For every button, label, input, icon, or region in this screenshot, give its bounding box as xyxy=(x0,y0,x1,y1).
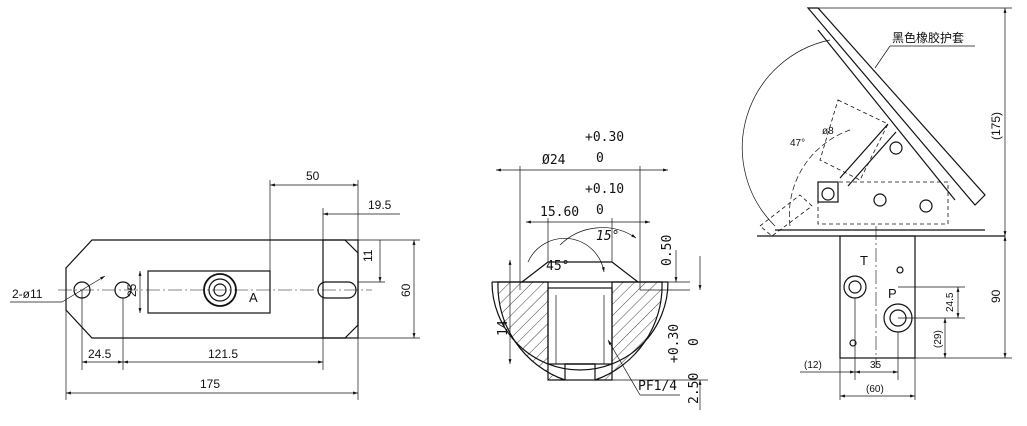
pivot-circle-top xyxy=(889,141,903,155)
dim-left: 14 xyxy=(496,320,511,336)
dim-bore-dia: Ø24 xyxy=(542,153,566,168)
raised-block xyxy=(147,270,271,314)
dim-bore-tol-upper: +0.30 xyxy=(585,130,624,145)
dim-25: 25 xyxy=(125,283,139,297)
arm-block xyxy=(817,181,949,225)
plate-outline xyxy=(65,239,359,339)
dim-bore-tol-lower: 0 xyxy=(596,151,604,166)
dim-left-offset: (12) xyxy=(804,360,822,371)
middle-view: Ø24 +0.30 0 15.60 +0.10 0 15° 45° 0.50 1… xyxy=(491,130,708,410)
port-t-outer xyxy=(843,275,867,299)
dim-inner-tol-upper: +0.10 xyxy=(585,182,624,197)
dim-port-bottom: (29) xyxy=(933,330,944,348)
dim-base-width: (60) xyxy=(866,384,884,395)
dim-bottom: 2.50 xyxy=(687,373,702,404)
screw-hole-bottom xyxy=(849,339,857,347)
screw-hole-top xyxy=(896,266,904,274)
dim-cone-angle: 15° xyxy=(596,229,619,244)
pivot-circle-left xyxy=(821,187,835,201)
pedal-plate xyxy=(806,7,986,206)
dim-height-top: (175) xyxy=(989,112,1003,140)
dim-depth: 0.50 xyxy=(660,235,675,266)
dim-angle: 47° xyxy=(790,138,805,149)
dim-19-5: 19.5 xyxy=(368,198,392,212)
outer-arc xyxy=(491,281,669,371)
dim-11: 11 xyxy=(361,249,375,262)
port-t-inner xyxy=(848,280,862,294)
dim-bottom-tol-upper: +0.30 xyxy=(667,324,682,363)
thread-label: PF1/4 xyxy=(638,379,677,394)
dim-bottom-tol-lower: 0 xyxy=(687,338,702,346)
dim-inner-tol-lower: 0 xyxy=(596,203,604,218)
pivot-circle-center xyxy=(873,193,887,207)
bore xyxy=(547,287,613,365)
dim-121-5: 121.5 xyxy=(208,347,238,361)
slot xyxy=(317,281,357,299)
dim-port-span: 35 xyxy=(870,360,882,371)
dim-port-gap: 24.5 xyxy=(945,292,956,312)
dim-24-5: 24.5 xyxy=(88,347,112,361)
pivot-circle-right xyxy=(919,199,933,213)
dim-2-holes: 2-ø11 xyxy=(12,287,43,301)
dim-50: 50 xyxy=(306,169,320,183)
dim-inner-dia: 15.60 xyxy=(540,205,579,220)
left-view: 50 19.5 11 60 25 A 2-ø11 24.5 121.5 xyxy=(10,169,420,400)
cone xyxy=(521,261,639,283)
section-right xyxy=(594,281,663,381)
right-view: 黑色橡胶护套 47° ø8 (175) T P 90 24.5 (29) xyxy=(741,7,1012,400)
dim-pin-dia: ø8 xyxy=(822,126,834,137)
dim-60: 60 xyxy=(399,283,413,297)
dim-175: 175 xyxy=(200,377,220,391)
dim-height-bottom: 90 xyxy=(989,289,1003,303)
callout-rubber-cover: 黑色橡胶护套 xyxy=(892,30,964,45)
label-a: A xyxy=(249,290,258,305)
valve-body xyxy=(839,235,916,359)
dim-chamfer-angle: 45° xyxy=(546,259,569,274)
label-port-p: P xyxy=(888,286,897,301)
label-port-t: T xyxy=(860,253,868,268)
slot-region xyxy=(322,239,359,339)
